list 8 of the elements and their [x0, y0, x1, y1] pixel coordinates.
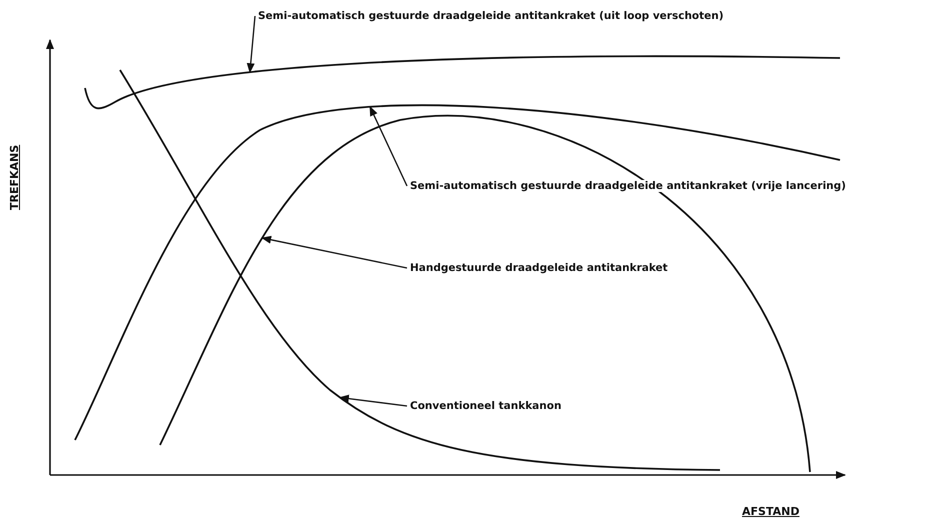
curve-label: Semi-automatisch gestuurde draadgeleide antitankraket (uit loop verschoten) — [258, 10, 724, 22]
leader-arrow — [338, 394, 408, 407]
axis-label: AFSTAND — [742, 505, 800, 518]
leader-arrow — [246, 16, 256, 74]
axis-label: TREFKANS — [8, 144, 21, 210]
leader-arrow — [261, 236, 408, 269]
leader-arrow — [369, 106, 408, 186]
curve — [84, 55, 840, 109]
